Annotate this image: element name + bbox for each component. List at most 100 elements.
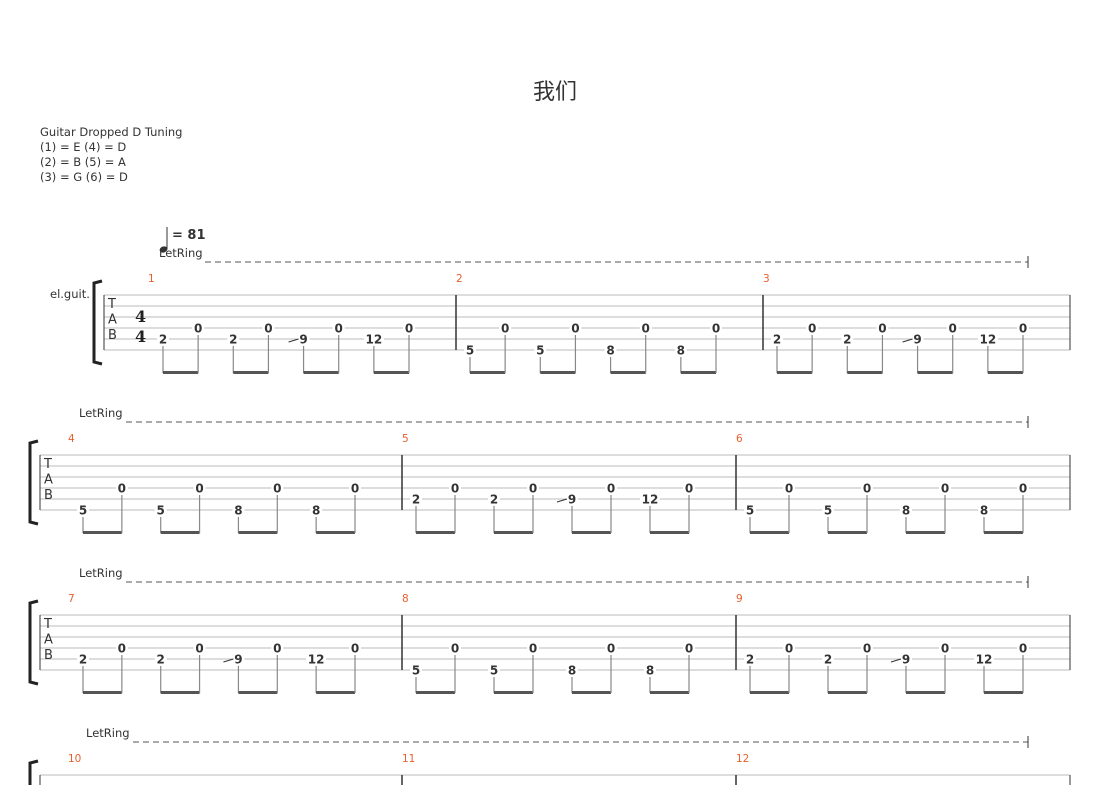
fret-background (900, 504, 912, 516)
fret-background (683, 642, 695, 654)
eighth-beam (373, 371, 409, 374)
tab-clef-letter: B (108, 328, 117, 343)
fret-background (527, 482, 539, 494)
tempo-label: = 81 (172, 228, 206, 243)
fret-number: 2 (159, 333, 167, 347)
fret-background (154, 653, 167, 665)
fret-background (192, 322, 205, 334)
eighth-beam (906, 691, 945, 694)
fret-background (569, 322, 582, 334)
measure-number: 2 (456, 273, 463, 285)
instrument-label: el.guit. (50, 287, 90, 301)
fret-background (232, 504, 245, 516)
measure-number: 5 (402, 433, 409, 445)
fret-number: 0 (351, 482, 359, 496)
fret-background (271, 482, 284, 494)
eighth-beam (470, 371, 506, 374)
fret-number: 8 (677, 344, 685, 358)
fret-number: 0 (264, 322, 272, 336)
fret-background (822, 504, 834, 516)
fret-number: 5 (824, 504, 832, 518)
fret-background (644, 664, 656, 676)
eighth-beam (316, 531, 355, 534)
tab-clef-letter: A (44, 633, 53, 648)
fret-number: 5 (157, 504, 165, 518)
fret-background (1017, 482, 1029, 494)
fret-background (77, 653, 89, 665)
fret-number: 0 (878, 322, 886, 336)
time-signature-bottom: 4 (135, 327, 146, 346)
fret-background (464, 344, 476, 356)
fret-number: 8 (606, 344, 614, 358)
measure-number: 3 (763, 273, 770, 285)
fret-background (262, 322, 275, 334)
fret-background (449, 642, 461, 654)
eighth-beam (160, 531, 200, 534)
fret-background (911, 333, 924, 345)
measure-number: 4 (68, 433, 75, 445)
fret-number: 2 (229, 333, 237, 347)
fret-number: 0 (941, 482, 949, 496)
fret-number: 0 (642, 322, 650, 336)
fret-background (403, 322, 415, 334)
fret-background (332, 322, 345, 334)
fret-background (861, 642, 873, 654)
measure-number: 1 (148, 273, 155, 285)
fret-background (900, 653, 912, 665)
fret-background (939, 642, 951, 654)
fret-background (783, 482, 795, 494)
fret-background (488, 493, 500, 505)
fret-number: 0 (571, 322, 579, 336)
fret-number: 0 (118, 642, 126, 656)
fret-background (974, 653, 994, 665)
system-bracket (92, 279, 103, 366)
measure-number: 12 (736, 753, 749, 765)
fret-background (310, 504, 323, 516)
fret-number: 0 (1019, 482, 1027, 496)
fret-number: 12 (366, 333, 383, 347)
eighth-beam (917, 371, 953, 374)
fret-background (232, 653, 245, 665)
fret-number: 0 (335, 322, 343, 336)
fret-number: 8 (980, 504, 988, 518)
tuning-line: (3) = G (6) = D (40, 170, 128, 184)
tab-clef-letter: B (44, 488, 53, 503)
fret-number: 9 (902, 653, 910, 667)
fret-background (449, 482, 461, 494)
let-ring-label: LetRing (159, 246, 203, 260)
eighth-beam (160, 691, 200, 694)
slide-mark (288, 338, 299, 343)
fret-number: 0 (685, 642, 693, 656)
tuning-info: Guitar Dropped D Tuning (1) = E (4) = D … (40, 125, 182, 185)
eighth-beam (984, 531, 1023, 534)
fret-background (566, 493, 578, 505)
fret-background (193, 642, 206, 654)
measure-number: 11 (402, 753, 415, 765)
fret-background (410, 493, 422, 505)
fret-number: 0 (451, 642, 459, 656)
measure-number: 7 (68, 593, 75, 605)
eighth-beam (572, 691, 611, 694)
fret-background (605, 642, 617, 654)
time-signature-top: 4 (135, 307, 146, 326)
fret-number: 9 (234, 653, 242, 667)
fret-background (410, 664, 422, 676)
fret-background (527, 642, 539, 654)
tuning-line: (1) = E (4) = D (40, 140, 127, 154)
tab-clef-letter: B (44, 648, 53, 663)
fret-background (193, 482, 206, 494)
measure-number: 6 (736, 433, 743, 445)
eighth-beam (680, 371, 716, 374)
eighth-beam (540, 371, 576, 374)
fret-number: 12 (642, 493, 659, 507)
fret-number: 9 (568, 493, 576, 507)
eighth-beam (572, 531, 611, 534)
eighth-beam (650, 691, 689, 694)
fret-background (227, 333, 240, 345)
eighth-beam (238, 531, 278, 534)
fret-background (1017, 322, 1029, 334)
fret-background (604, 344, 617, 356)
fret-number: 5 (412, 664, 420, 678)
let-ring-label: LetRing (79, 406, 123, 420)
